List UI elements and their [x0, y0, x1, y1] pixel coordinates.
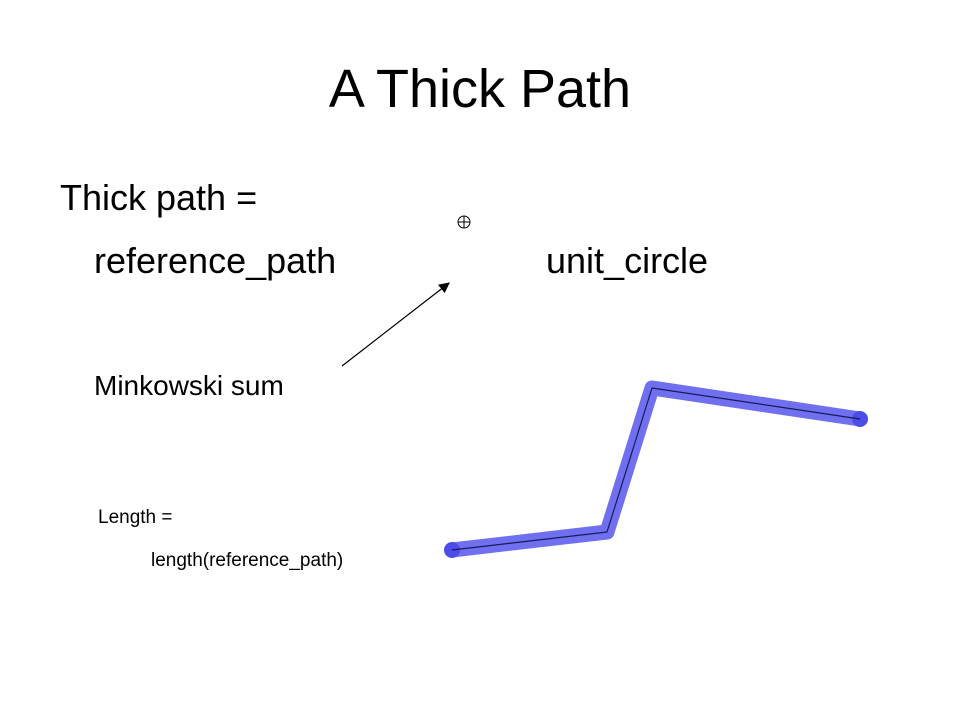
annotation-arrow: [341, 282, 450, 367]
reference-path-line: [451, 387, 861, 551]
length-formula: length(reference_path): [151, 550, 344, 571]
thick-path-band: [451, 380, 862, 558]
reference-path-term: reference_path: [94, 240, 337, 281]
circled-plus-icon: [457, 215, 471, 229]
slide-title: A Thick Path: [328, 59, 632, 119]
path-end-cap: [852, 411, 868, 427]
equation-lhs: Thick path =: [60, 177, 258, 218]
path-start-cap: [444, 542, 460, 558]
length-label: Length =: [98, 507, 173, 528]
unit-circle-term: unit_circle: [546, 240, 709, 281]
minkowski-sum-label: Minkowski sum: [94, 370, 284, 401]
